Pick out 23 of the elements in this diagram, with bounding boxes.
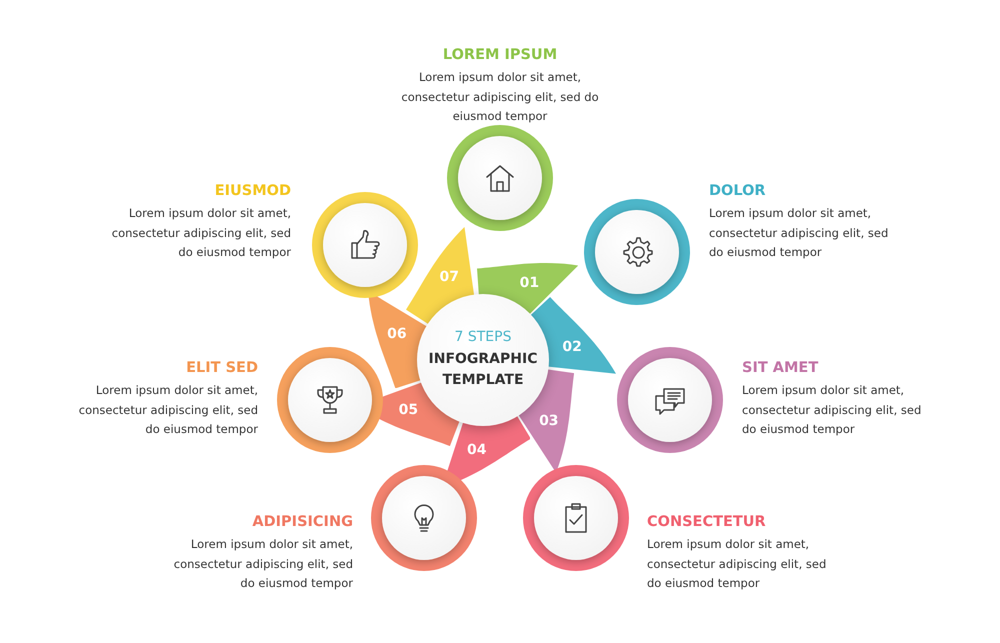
step-heading: EIUSMOD	[214, 182, 291, 200]
step-heading: CONSECTETUR	[647, 513, 766, 531]
step-description: Lorem ipsum dolor sit amet, consectetur adipiscing elit, sed do eiusmod tempor	[78, 382, 258, 438]
step-heading: DOLOR	[709, 182, 766, 200]
step-number: 07	[438, 268, 460, 285]
step-heading: SIT AMET	[742, 359, 818, 377]
subtitle: 7 STEPS	[454, 328, 512, 347]
step-heading: LOREM IPSUM	[442, 46, 558, 64]
step-description: Lorem ipsum dolor sit amet, consectetur adipiscing elit, sed do eiusmod tempor	[709, 205, 890, 261]
step-number: 06	[386, 326, 408, 342]
step-description: Lorem ipsum dolor sit amet, consectetur adipiscing elit, sed do eiusmod tempor	[400, 69, 600, 125]
step-description: Lorem ipsum dolor sit amet, consectetur adipiscing elit, sed do eiusmod tempor	[647, 536, 828, 592]
center-title: INFOGRAPHIC TEMPLATE	[428, 350, 538, 390]
step-heading: ELIT SED	[186, 359, 258, 377]
step-description: Lorem ipsum dolor sit amet, consectetur adipiscing elit, sed do eiusmod tempor	[110, 205, 291, 261]
step-number: 01	[518, 274, 540, 291]
step-number: 03	[538, 413, 560, 430]
step-number: 05	[398, 402, 420, 418]
step-description: Lorem ipsum dolor sit amet, consectetur adipiscing elit, sed do eiusmod tempor	[742, 382, 922, 438]
step-heading: ADIPISICING	[252, 513, 353, 531]
step-description: Lorem ipsum dolor sit amet, consectetur adipiscing elit, sed do eiusmod tempor	[172, 536, 353, 592]
step-number: 02	[561, 339, 583, 356]
step-number: 04	[466, 442, 488, 458]
